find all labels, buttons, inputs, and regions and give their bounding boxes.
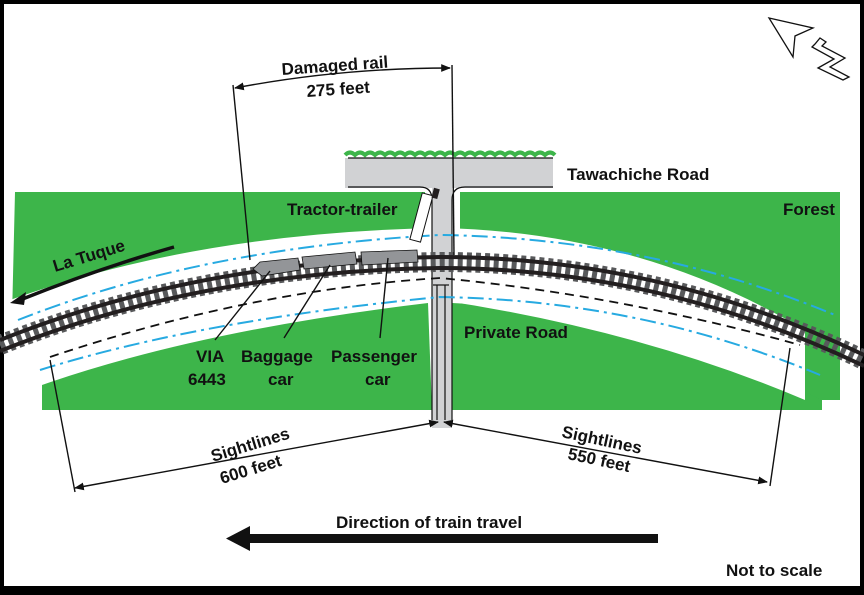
- la-tuque-arrow: [10, 245, 175, 305]
- passenger-label-line1: Passenger: [331, 347, 417, 366]
- private-road: [433, 284, 449, 420]
- direction-label: Direction of train travel: [336, 513, 522, 532]
- railway-track: [0, 251, 864, 370]
- pointer-lines: [214, 257, 389, 341]
- via-label-line2: 6443: [188, 370, 226, 389]
- tawachiche-road-label: Tawachiche Road: [567, 165, 709, 184]
- baggage-label-line2: car: [268, 370, 294, 389]
- forest-label: Forest: [783, 200, 835, 219]
- passenger-car: [360, 249, 419, 266]
- tawachiche-road: [343, 150, 557, 428]
- baggage-label-line1: Baggage: [241, 347, 313, 366]
- curved-left-arrow-icon: [10, 292, 26, 305]
- tractor-trailer-label: Tractor-trailer: [287, 200, 398, 219]
- damaged-rail-length: 275 feet: [306, 78, 371, 101]
- tractor-trailer: [409, 187, 440, 243]
- scale-note: Not to scale: [726, 561, 822, 580]
- passenger-label-line2: car: [365, 370, 391, 389]
- via-label-line1: VIA: [196, 347, 224, 366]
- sightline-boundaries: [17, 233, 836, 376]
- sightline-dimensions: [49, 347, 791, 493]
- forest-south: [42, 303, 822, 410]
- left-arrow-icon: [226, 526, 658, 551]
- locomotive-via-6443: [252, 257, 301, 277]
- baggage-car: [301, 251, 358, 270]
- north-arrow-icon: [767, 17, 851, 81]
- train: [252, 249, 419, 277]
- private-road-label: Private Road: [464, 323, 568, 342]
- damaged-rail-dimension: [232, 64, 455, 261]
- sightline-dashed: [49, 277, 801, 358]
